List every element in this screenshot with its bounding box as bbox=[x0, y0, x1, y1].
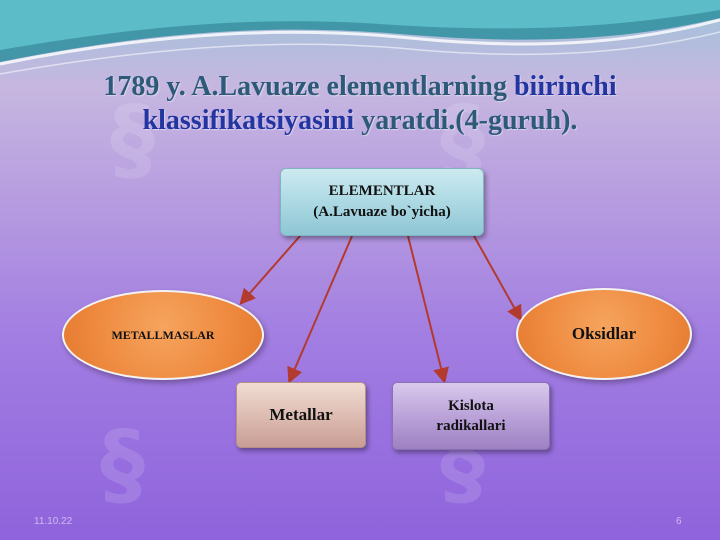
header-wave-decoration bbox=[0, 0, 720, 75]
node-kislota-radikallari: Kislota radikallari bbox=[392, 382, 550, 450]
title-part-1: 1789 y. A.Lavuaze elementlarning bbox=[103, 71, 514, 102]
edge-elementlar-metallmaslar bbox=[239, 235, 301, 306]
watermark-logo: § bbox=[110, 87, 155, 192]
watermark-logo: § bbox=[100, 412, 145, 517]
root-node-line-2: (A.Lavuaze bo`yicha) bbox=[313, 204, 451, 220]
node-oksidlar-label: Oksidlar bbox=[571, 324, 637, 343]
edge-elementlar-oksidlar bbox=[473, 235, 522, 322]
node-metallmaslar: METALLMASLAR bbox=[62, 290, 264, 380]
edge-elementlar-kislota bbox=[407, 235, 449, 384]
node-metallmaslar-label: METALLMASLAR bbox=[111, 327, 215, 342]
node-oksidlar: Oksidlar bbox=[516, 288, 692, 380]
edge-elementlar-metallar bbox=[287, 235, 353, 384]
root-node-elementlar: ELEMENTLAR (A.Lavuaze bo`yicha) bbox=[280, 168, 484, 236]
slide-title: 1789 y. A.Lavuaze elementlarning biirinc… bbox=[30, 70, 690, 138]
node-kislota-line-2: radikallari bbox=[436, 418, 506, 434]
root-node-line-1: ELEMENTLAR bbox=[328, 183, 436, 199]
footer-date: 11.10.22 bbox=[34, 516, 73, 527]
node-kislota-line-1: Kislota bbox=[448, 398, 494, 414]
footer-page-number: 6 bbox=[676, 516, 682, 527]
title-part-4: yaratdi.(4-guruh). bbox=[354, 105, 578, 136]
node-metallar-label: Metallar bbox=[269, 405, 333, 424]
title-part-3: klassifikatsiyasini bbox=[142, 105, 355, 136]
title-part-2: biirinchi bbox=[513, 71, 617, 102]
node-metallar: Metallar bbox=[236, 382, 366, 448]
